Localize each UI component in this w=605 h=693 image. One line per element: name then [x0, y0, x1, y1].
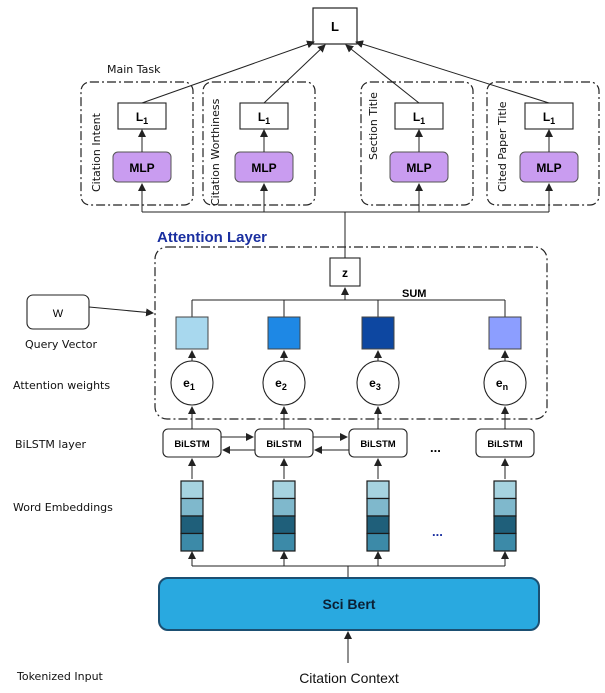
query-vector-box [26, 294, 90, 330]
embedding-cell-1-3 [180, 515, 204, 535]
weight-label-e2: e2 [275, 376, 287, 392]
embedding-cell-n-4 [493, 532, 517, 552]
task-box-3 [360, 81, 474, 206]
mlp-label-2: MLP [251, 161, 276, 175]
task-box-2 [202, 81, 316, 206]
embedding-cell-2-3 [272, 515, 296, 535]
tokenized-input-row-label: Tokenized Input [16, 670, 104, 683]
weight-label-e1: e1 [183, 376, 195, 392]
embedding-cell-n-3 [493, 515, 517, 535]
query-vector-label: Query Vector [25, 338, 97, 351]
attention-layer-title: Attention Layer [157, 229, 267, 246]
task-box-1 [80, 81, 194, 206]
task-loss-label-3: L1 [413, 110, 425, 126]
mlp-label-4: MLP [536, 161, 561, 175]
weighted-vector-3 [361, 316, 395, 350]
bilstm-ellipsis: ... [430, 440, 441, 455]
weighted-vector-2 [267, 316, 301, 350]
task-loss-label-1: L1 [136, 110, 148, 126]
bilstm-label-3: BiLSTM [360, 439, 395, 450]
task-head-2 [202, 81, 316, 206]
attention-weights-row-label: Attention weights [13, 379, 110, 392]
weighted-vector-n [488, 316, 522, 350]
bilstm-label-1: BiLSTM [174, 439, 209, 450]
embedding-cell-2-2 [272, 497, 296, 517]
embedding-cell-3-2 [366, 497, 390, 517]
task-head-1 [80, 81, 194, 206]
bilstm-label-n: BiLSTM [487, 439, 522, 450]
task-label-citation-intent: Citation Intent [90, 112, 103, 192]
attention-layer-box [154, 246, 548, 420]
task-label-citation-worthiness: Citation Worthiness [209, 98, 222, 206]
scibert-label: Sci Bert [323, 596, 376, 612]
z-node [329, 257, 361, 287]
embedding-cell-1-4 [180, 532, 204, 552]
z-label: z [342, 266, 348, 280]
task-label-section-title: Section Title [367, 92, 380, 160]
task-head-4 [486, 81, 600, 206]
bilstm-row-label: BiLSTM layer [15, 438, 86, 451]
mlp-label-3: MLP [406, 161, 431, 175]
embeddings-ellipsis: ... [432, 524, 443, 539]
arrow-loss-total-2 [263, 44, 326, 104]
task-loss-label-2: L1 [258, 110, 270, 126]
embeddings-row-label: Word Embeddings [13, 501, 113, 514]
embedding-cell-3-4 [366, 532, 390, 552]
mlp-label-1: MLP [129, 161, 154, 175]
total-loss-node [312, 7, 358, 45]
word-embedding-stacks [180, 480, 517, 552]
arrow-loss-total-3 [345, 44, 420, 104]
embedding-cell-1-2 [180, 497, 204, 517]
sum-label: SUM [402, 288, 426, 300]
embedding-cell-2-4 [272, 532, 296, 552]
task-box-4 [486, 81, 600, 206]
embedding-cell-2-1 [272, 480, 296, 500]
embedding-cell-n-2 [493, 497, 517, 517]
total-loss-label: L [331, 19, 339, 34]
task-loss-box-3 [394, 102, 444, 130]
scibert-encoder-box [158, 577, 540, 631]
arrow-query-attention [88, 306, 154, 317]
query-vector-box-label: W [53, 308, 64, 320]
embedding-cell-3-1 [366, 480, 390, 500]
weighted-vector-1 [175, 316, 209, 350]
bilstm-label-2: BiLSTM [266, 439, 301, 450]
task-head-3 [360, 81, 474, 206]
weight-label-e3: e3 [369, 376, 381, 392]
arrow-loss-total-1 [141, 40, 315, 104]
embedding-cell-3-3 [366, 515, 390, 535]
embedding-cell-n-1 [493, 480, 517, 500]
task-loss-box-4 [524, 102, 574, 130]
embedding-cell-1-1 [180, 480, 204, 500]
task-label-cited-paper-title: Cited Paper Title [496, 101, 509, 192]
task-loss-label-4: L1 [543, 110, 555, 126]
arrow-loss-total-4 [355, 40, 550, 104]
citation-context-label: Citation Context [299, 670, 399, 686]
main-task-label: Main Task [107, 63, 161, 76]
weight-label-en: en [496, 376, 508, 392]
